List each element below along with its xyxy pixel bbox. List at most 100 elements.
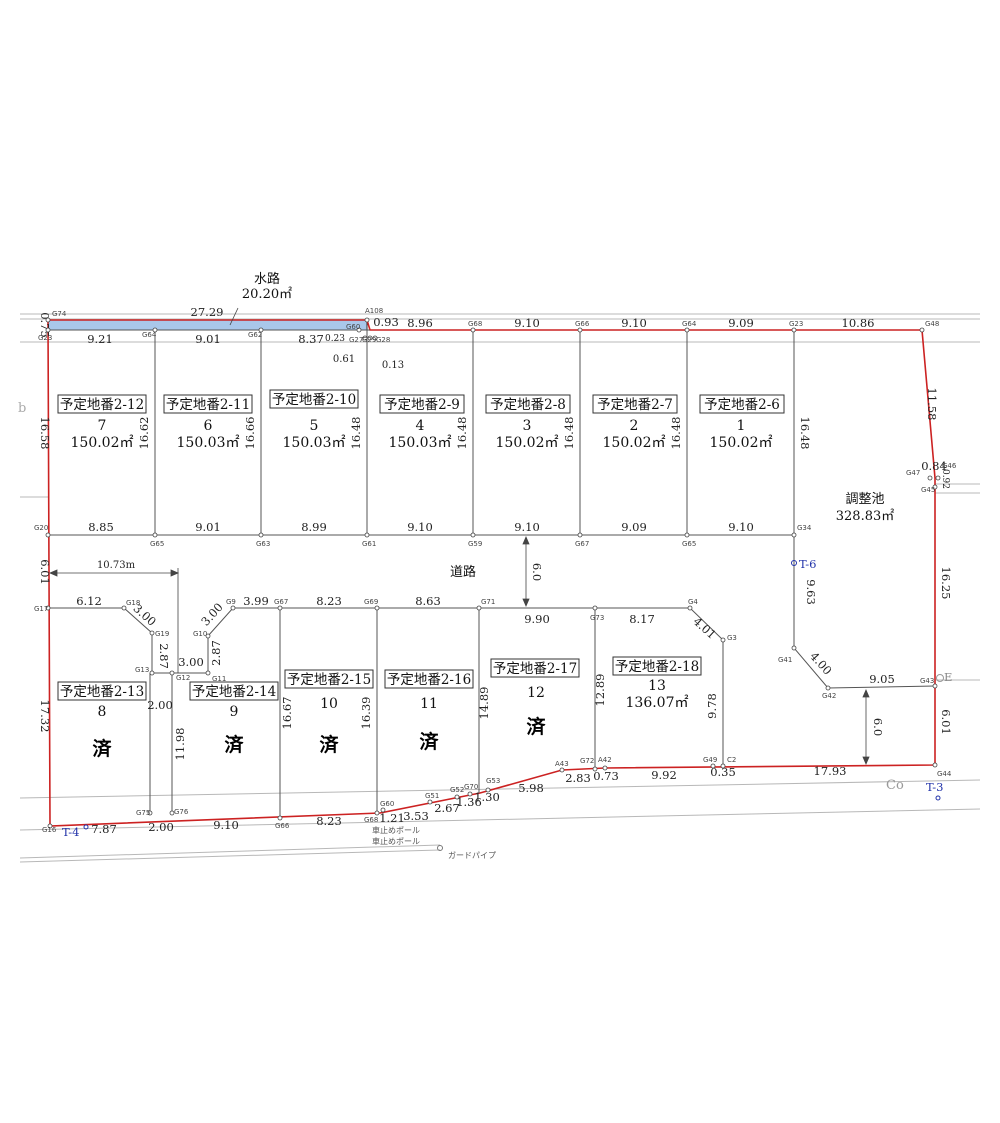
dim-lower-6: 2.87 (209, 640, 223, 666)
pt-label: G34 (797, 524, 812, 532)
pt-label: G42 (822, 692, 836, 700)
pole-label: 車止めポール (372, 825, 420, 835)
dim-bottom-4: 9.10 (213, 818, 239, 832)
pt-label: G64 (142, 331, 157, 339)
dim-left-1: 6.01 (38, 559, 52, 585)
dim-top-8: 9.10 (621, 316, 647, 330)
dim-bottom-8: 2.67 (434, 801, 460, 815)
lot-label: 予定地番2-9 (384, 397, 460, 413)
pt-label: G66 (275, 822, 290, 830)
dims-pond: 9.63 4.00 9.05 6.0 (804, 579, 895, 736)
dim-small-1: 0.61 (333, 354, 355, 365)
benchmarks: T-6 T-4 T-3 (62, 557, 943, 839)
pt-label: G72 (580, 757, 594, 765)
pt-label: G53 (486, 777, 500, 785)
pt-label: G29 (362, 336, 376, 344)
dim-lower-1: 6.12 (76, 594, 102, 608)
dim-bottom-16: 17.93 (814, 764, 847, 778)
pt-label: G69 (364, 598, 378, 606)
lot-number: 9 (230, 704, 239, 720)
waterway-title: 水路 (254, 271, 280, 287)
lot-label: 予定地番2-18 (615, 659, 699, 675)
dim-bottom-10: 1.30 (474, 790, 500, 804)
pt-label: G68 (364, 816, 378, 824)
pt-label: G65 (150, 540, 164, 548)
dim-depth-2: 16.62 (137, 417, 151, 450)
pt-label: G44 (937, 770, 952, 778)
pt-label: A108 (365, 307, 383, 315)
pt-label: G76 (174, 808, 189, 816)
lot-2-9: 予定地番2-9 4 150.03㎡ (379, 394, 465, 451)
pt-label: G16 (42, 826, 57, 834)
pt-label: G66 (575, 320, 590, 328)
pt-label: G41 (778, 656, 792, 664)
guard-pipe-label: ガードパイプ (448, 850, 496, 860)
dims-left: 6.01 17.32 10.73m 6.0 (38, 559, 544, 732)
dim-bottom-12: 2.83 (565, 771, 591, 785)
misc-e: E (944, 670, 952, 684)
lot-number: 5 (310, 418, 319, 434)
dim-lower-depth-3: 16.39 (359, 697, 373, 730)
lot-label: 予定地番2-11 (166, 397, 250, 413)
lot-number: 6 (204, 418, 213, 434)
lot-area: 150.02㎡ (71, 435, 134, 451)
benchmark-t4: T-4 (62, 825, 79, 839)
pt-label: G23 (789, 320, 803, 328)
dim-depth-3: 16.66 (243, 417, 257, 450)
dim-mid-4: 9.10 (407, 520, 433, 534)
dims-mid: 8.85 9.01 8.99 9.10 9.10 9.09 9.10 (88, 520, 754, 534)
pt-label: G10 (193, 630, 207, 638)
dim-top-5: 0.93 (373, 315, 399, 329)
dim-pond-2: 4.00 (807, 649, 835, 677)
dim-lower-depth-2: 16.67 (280, 697, 294, 730)
pt-label: G12 (176, 674, 190, 682)
road-width: 10.73m (97, 560, 136, 571)
lot-area: 150.02㎡ (496, 435, 559, 451)
pt-label: G18 (126, 599, 140, 607)
lot-label: 予定地番2-14 (192, 684, 276, 700)
pt-label: G51 (425, 792, 439, 800)
lot-2-12: 予定地番2-12 7 150.02㎡ (57, 394, 147, 451)
dim-bottom-5: 8.23 (316, 814, 342, 828)
dim-depth-7: 16.48 (669, 417, 683, 450)
dim-bottom-2: 2.00 (147, 698, 173, 712)
sold-mark: 済 (526, 715, 546, 738)
pt-label: G27 (349, 336, 363, 344)
lot-label: 予定地番2-6 (704, 397, 780, 413)
lot-area: 150.02㎡ (603, 435, 666, 451)
lot-label: 予定地番2-8 (490, 397, 566, 413)
pt-label: G13 (135, 666, 149, 674)
dim-pond-4: 6.0 (871, 718, 885, 736)
point-labels: G74 G23 G64 G62 G60 A108 G27 G29 G28 G68… (34, 307, 957, 834)
lot-label: 予定地番2-16 (387, 672, 471, 688)
dim-top-1: 9.21 (87, 332, 113, 346)
lot-label: 予定地番2-10 (272, 392, 356, 408)
dim-lower-9: 8.63 (415, 594, 441, 608)
dim-depth-5: 16.48 (455, 417, 469, 450)
lot-area: 150.03㎡ (389, 435, 452, 451)
waterway-length: 27.29 (191, 305, 224, 319)
dim-mid-3: 8.99 (301, 520, 327, 534)
pt-label: G61 (362, 540, 376, 548)
pt-label: A43 (555, 760, 569, 768)
dimension-arrows (48, 307, 870, 766)
lot-number: 11 (420, 696, 438, 712)
road-w: 6.0 (530, 563, 544, 581)
pt-label: G60 (380, 800, 394, 808)
lot-2-17: 予定地番2-17 12 済 (490, 658, 580, 738)
pt-label: G45 (921, 486, 935, 494)
lot-2-10: 予定地番2-10 5 150.03㎡ (269, 389, 359, 451)
lot-lines-lower (48, 607, 724, 818)
lot-number: 1 (737, 418, 746, 434)
dim-mid-2: 9.01 (195, 520, 221, 534)
waterway-area: 20.20㎡ (242, 287, 292, 302)
waterway-strip (47, 319, 368, 331)
pt-label: G46 (942, 462, 957, 470)
lot-label: 予定地番2-7 (597, 397, 673, 413)
lot-label: 予定地番2-13 (60, 684, 144, 700)
area-labels: 水路 20.20㎡ 道路 調整池 328.83㎡ (242, 271, 894, 580)
dim-top-2: 9.01 (195, 332, 221, 346)
dim-mid-6: 9.09 (621, 520, 647, 534)
pt-label: G43 (920, 677, 934, 685)
dim-bottom-1: 7.87 (91, 822, 117, 836)
